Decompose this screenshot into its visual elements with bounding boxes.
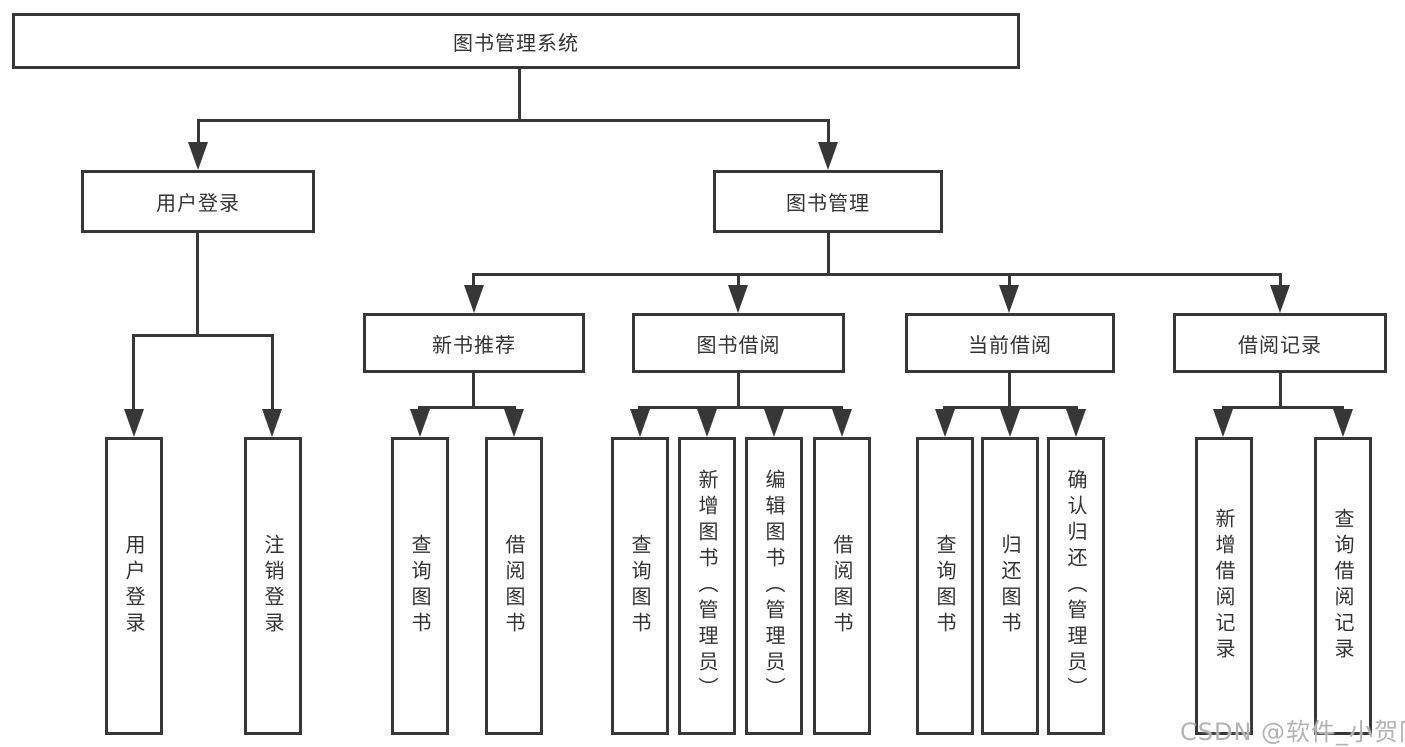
connector-line [132,334,274,337]
connector-line [638,406,843,409]
connector-line [737,373,740,409]
arrowhead-icon [1213,409,1233,437]
node-book-borrowing: 图书借阅 [632,313,845,373]
connector-line [1279,373,1282,409]
connector-line [827,119,830,145]
node-user-login: 用户登录 [81,170,315,233]
node-leaf-user-login: 用户登录 [105,437,163,735]
connector-line [943,406,1078,409]
node-leaf-add-book-admin: 新增图书（管理员） [678,437,736,735]
arrowhead-icon [728,285,748,313]
arrowhead-icon [464,285,484,313]
connector-line [197,119,200,145]
node-leaf-borrow-books-recommend: 借阅图书 [485,437,543,735]
arrowhead-icon [124,409,144,437]
connector-line [472,273,475,288]
node-leaf-logout: 注销登录 [244,437,302,735]
node-current-borrowing: 当前借阅 [905,313,1115,373]
connector-line [197,119,830,122]
arrowhead-icon [1066,409,1086,437]
node-leaf-return-book: 归还图书 [981,437,1039,735]
arrowhead-icon [1000,409,1020,437]
arrowhead-icon [1270,285,1290,313]
watermark: CSDN @软件_小贺同学 [1180,718,1405,746]
arrowhead-icon [630,409,650,437]
arrowhead-icon [262,409,282,437]
arrowhead-icon [410,409,430,437]
arrowhead-icon [935,409,955,437]
arrowhead-icon [1333,409,1353,437]
connector-line [472,273,1282,276]
connector-line [1008,273,1011,288]
node-book-management: 图书管理 [713,170,943,233]
node-leaf-edit-book-admin: 编辑图书（管理员） [745,437,803,735]
node-leaf-query-books-recommend: 查询图书 [391,437,449,735]
arrowhead-icon [504,409,524,437]
connector-line [132,334,135,412]
node-leaf-query-borrow-record: 查询借阅记录 [1314,437,1372,735]
arrowhead-icon [818,142,838,170]
connector-line [271,334,274,412]
node-leaf-borrow-books: 借阅图书 [813,437,871,735]
connector-line [737,273,740,288]
node-borrow-records: 借阅记录 [1173,313,1387,373]
connector-line [1222,406,1344,409]
connector-line [418,406,516,409]
connector-line [1008,373,1011,409]
connector-line [196,233,199,336]
arrowhead-icon [188,142,208,170]
node-leaf-query-books-borrowing: 查询图书 [611,437,669,735]
connector-line [518,69,521,121]
arrowhead-icon [697,409,717,437]
node-leaf-query-books-current: 查询图书 [916,437,974,735]
arrowhead-icon [999,285,1019,313]
arrowhead-icon [764,409,784,437]
node-new-book-recommend: 新书推荐 [363,313,585,373]
node-leaf-add-borrow-record: 新增借阅记录 [1195,437,1253,735]
arrowhead-icon [832,409,852,437]
connector-line [1279,273,1282,288]
node-leaf-confirm-return-admin: 确认归还（管理员） [1047,437,1105,735]
node-library-system: 图书管理系统 [12,13,1020,69]
connector-line [827,233,830,276]
connector-line [472,373,475,409]
